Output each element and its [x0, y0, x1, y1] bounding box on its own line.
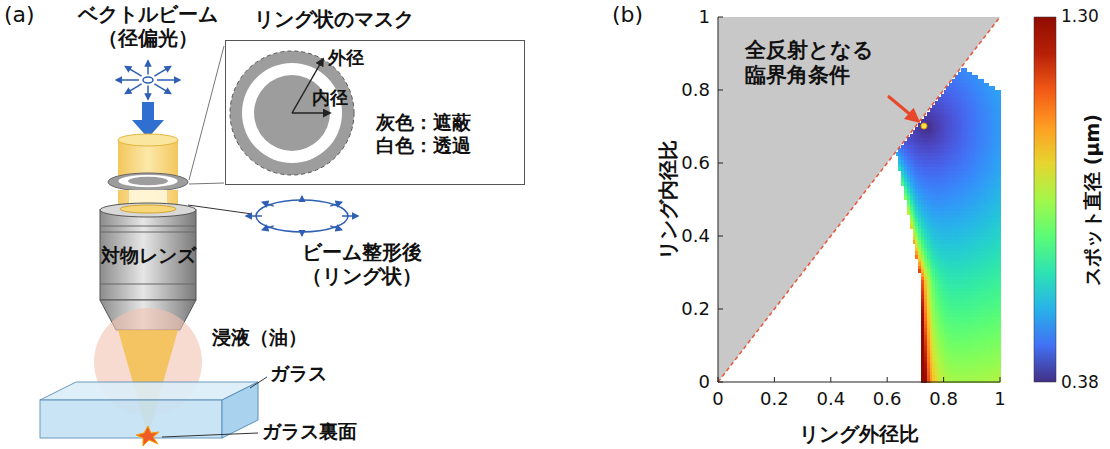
polarization-arrow	[262, 202, 273, 206]
polarization-arrows	[246, 196, 358, 235]
heat-cell	[975, 75, 978, 79]
polarization-arrow	[154, 84, 170, 94]
inset-line	[189, 183, 224, 184]
polarization-arrow	[125, 84, 141, 94]
objective-top	[100, 203, 196, 217]
polarization-arrow	[157, 79, 180, 81]
ring-beam-icon	[256, 200, 348, 232]
lens-band	[100, 284, 196, 285]
lens-band	[100, 232, 196, 233]
objective-aperture	[120, 205, 176, 213]
leader-line	[250, 377, 267, 388]
leader-line	[162, 433, 258, 437]
glass-top	[40, 382, 258, 400]
mask-center	[128, 177, 168, 186]
polarization-arrow	[154, 66, 170, 76]
beam-center	[143, 77, 153, 83]
polarization-arrow	[246, 215, 262, 217]
lens-band	[100, 226, 196, 227]
polarization-arrow	[125, 66, 141, 76]
inset-line	[189, 46, 224, 180]
polarization-arrow	[330, 226, 341, 230]
mask-disc	[108, 173, 188, 191]
polarization-arrow	[330, 202, 341, 206]
polarization-arrow	[116, 79, 139, 81]
polarization-arrows	[116, 61, 180, 99]
polarization-arrow	[147, 85, 149, 99]
heat-cell	[963, 68, 966, 72]
polarization-arrow	[301, 196, 303, 202]
beam-top	[118, 134, 178, 146]
polarization-arrow	[147, 61, 149, 75]
focus-spot	[136, 426, 159, 446]
beam-arrow	[132, 102, 164, 138]
mask-ring	[118, 175, 178, 188]
heat-cell	[969, 72, 972, 76]
forbidden-region	[718, 17, 1000, 382]
glass-side	[222, 382, 258, 438]
leader-line	[188, 205, 252, 214]
glass-front	[40, 400, 222, 438]
polarization-arrow	[342, 215, 358, 217]
polarization-arrow	[301, 230, 303, 236]
polarization-arrow	[262, 226, 273, 230]
objective-lens	[100, 210, 196, 300]
